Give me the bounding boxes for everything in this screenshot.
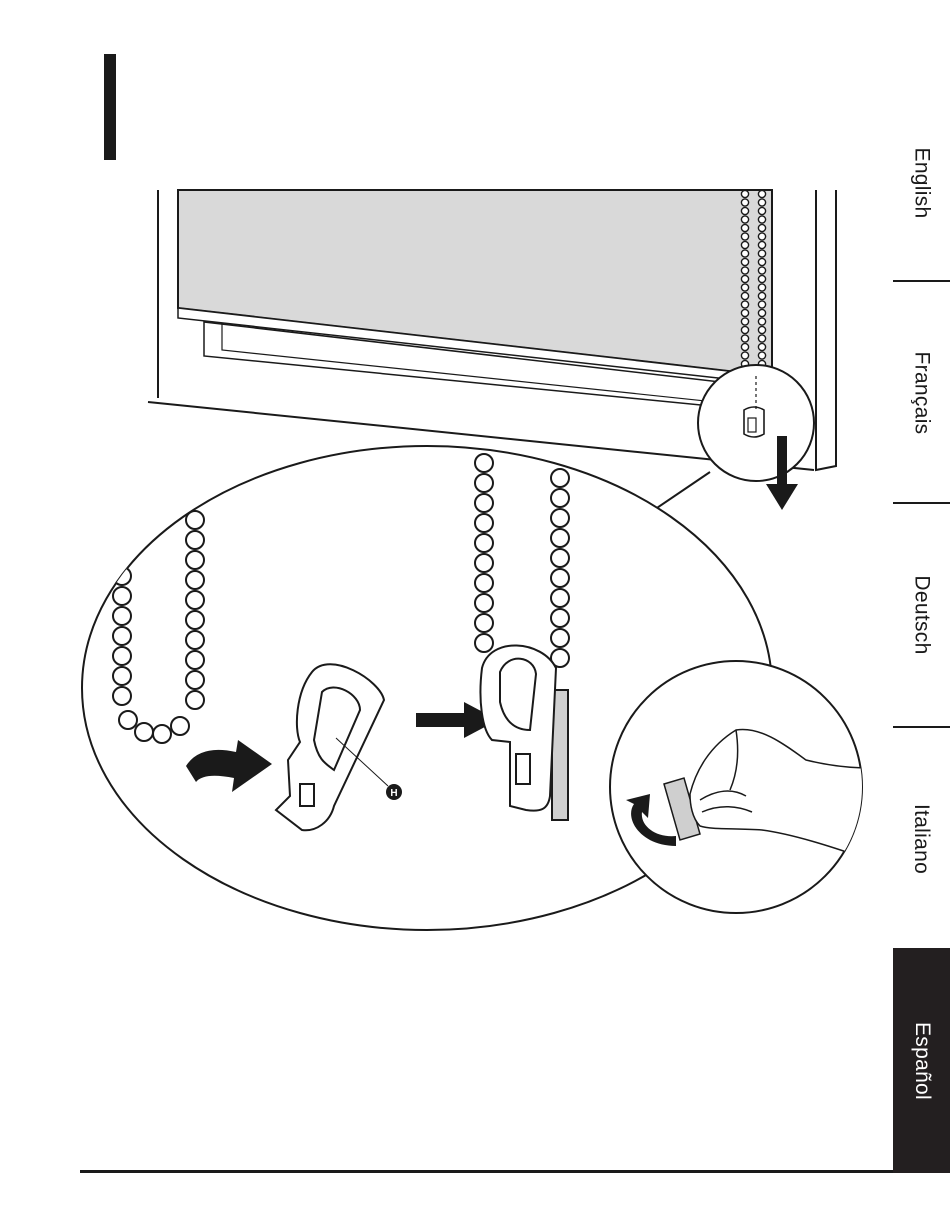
chain-bead <box>741 352 748 359</box>
tab-francais-label: Français <box>910 352 934 435</box>
chain-bead <box>475 574 493 592</box>
tab-espanol[interactable]: Español <box>893 948 950 1173</box>
chain-bead <box>758 318 765 325</box>
chain-bead <box>758 224 765 231</box>
chain-bead <box>741 275 748 282</box>
chain-bead <box>758 199 765 206</box>
language-tabs: English Français Deutsch Italiano Españo… <box>893 0 950 1229</box>
chain-bead <box>186 651 204 669</box>
chain-bead <box>113 647 131 665</box>
chain-bead <box>113 667 131 685</box>
part-label-h: H <box>390 788 397 799</box>
tab-espanol-label: Español <box>910 1022 934 1100</box>
chain-bead <box>741 343 748 350</box>
chain-bead <box>741 267 748 274</box>
chain-bead <box>551 549 569 567</box>
chain-bead <box>475 474 493 492</box>
chain-bead <box>475 454 493 472</box>
chain-bead <box>758 284 765 291</box>
chain-bead <box>758 216 765 223</box>
tab-english[interactable]: English <box>893 108 950 258</box>
chain-bead <box>758 335 765 342</box>
chain-bead <box>113 687 131 705</box>
chain-bead <box>475 494 493 512</box>
chain-bead <box>741 335 748 342</box>
tab-francais[interactable]: Français <box>893 318 950 468</box>
chain-bead <box>186 671 204 689</box>
detail-circle-small <box>698 365 814 481</box>
chain-bead <box>758 241 765 248</box>
chain-bead <box>741 250 748 257</box>
hand-detail-circle <box>610 661 870 913</box>
chain-bead <box>741 284 748 291</box>
bottom-rule <box>80 1170 893 1173</box>
chain-bead <box>475 534 493 552</box>
chain-bead <box>758 258 765 265</box>
chain-bead <box>475 634 493 652</box>
chain-bead <box>186 631 204 649</box>
chain-bead <box>135 723 153 741</box>
chain-bead <box>475 554 493 572</box>
chain-bead <box>186 531 204 549</box>
tab-divider <box>893 502 950 504</box>
tab-italiano[interactable]: Italiano <box>893 764 950 914</box>
chain-bead <box>119 711 137 729</box>
chain-bead <box>741 301 748 308</box>
chain-bead <box>186 511 204 529</box>
chain-bead <box>758 207 765 214</box>
chain-bead <box>551 609 569 627</box>
chain-bead <box>741 233 748 240</box>
chain-bead <box>186 611 204 629</box>
chain-bead <box>741 241 748 248</box>
chain-bead <box>551 569 569 587</box>
tab-deutsch-label: Deutsch <box>910 575 934 654</box>
chain-bead <box>758 352 765 359</box>
tab-english-label: English <box>910 148 934 219</box>
tab-deutsch[interactable]: Deutsch <box>893 540 950 690</box>
chain-bead <box>741 326 748 333</box>
chain-bead <box>741 190 748 197</box>
chain-bead <box>113 627 131 645</box>
chain-bead <box>475 614 493 632</box>
chain-bead <box>741 199 748 206</box>
chain-tensioner-illustration: H <box>0 0 893 1229</box>
chain-bead <box>741 292 748 299</box>
chain-bead <box>551 529 569 547</box>
roller-shade <box>178 190 772 412</box>
tab-divider <box>893 280 950 282</box>
chain-bead <box>551 509 569 527</box>
chain-bead <box>741 224 748 231</box>
chain-bead <box>186 571 204 589</box>
chain-bead <box>475 514 493 532</box>
chain-bead <box>758 292 765 299</box>
chain-bead <box>186 691 204 709</box>
tab-italiano-label: Italiano <box>910 804 934 874</box>
chain-bead <box>171 717 189 735</box>
chain-bead <box>741 216 748 223</box>
chain-bead <box>551 489 569 507</box>
chain-bead <box>758 190 765 197</box>
chain-bead <box>186 591 204 609</box>
chain-bead <box>475 594 493 612</box>
chain-bead <box>153 725 171 743</box>
tab-divider <box>893 726 950 728</box>
chain-bead <box>758 343 765 350</box>
chain-bead <box>186 551 204 569</box>
chain-bead <box>741 258 748 265</box>
chain-bead <box>113 607 131 625</box>
chain-bead <box>758 275 765 282</box>
chain-bead <box>758 267 765 274</box>
chain-bead <box>741 207 748 214</box>
chain-bead <box>551 629 569 647</box>
chain-bead <box>741 309 748 316</box>
chain-bead <box>113 587 131 605</box>
chain-bead <box>758 301 765 308</box>
chain-bead <box>758 309 765 316</box>
chain-bead <box>551 589 569 607</box>
chain-bead <box>758 326 765 333</box>
chain-bead <box>758 250 765 257</box>
chain-bead <box>758 233 765 240</box>
chain-bead <box>551 469 569 487</box>
chain-bead <box>741 318 748 325</box>
